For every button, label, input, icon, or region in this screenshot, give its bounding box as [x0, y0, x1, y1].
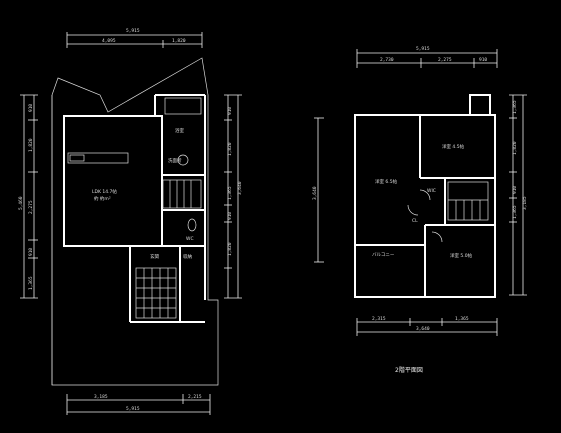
second-floor-plan: 5,915 2,730 2,275 910 2,315 3,640 1,365 … [312, 46, 528, 374]
dim-1f-right-e: 1,820 [227, 242, 233, 256]
door-swing [419, 189, 431, 201]
dim-1f-left-a: 910 [28, 104, 34, 112]
room-label-2f-room1: 洋室 6.5帖 [375, 178, 398, 185]
toilet-icon [187, 218, 197, 232]
second-floor-bottom-dimensions: 2,315 3,640 1,365 [356, 316, 498, 336]
dim-2f-right-d: 1,365 [512, 205, 518, 219]
second-floor-walls [354, 94, 496, 298]
first-floor-left-dimensions: 910 1,820 2,275 910 1,365 5,460 [18, 94, 38, 299]
first-floor-plan: 5,915 4,095 1,820 3,185 2,215 5,915 [18, 28, 243, 415]
room-label-storage: 収納 [183, 253, 192, 260]
dim-1f-bottom-a: 3,185 [94, 394, 108, 400]
door-swing [407, 204, 419, 216]
dim-2f-top-b: 2,275 [438, 57, 452, 63]
room-label-2f-wic: WIC [427, 188, 436, 194]
first-floor-walls [63, 94, 206, 323]
dim-2f-bottom-a: 2,315 [372, 316, 386, 322]
room-label-entrance: 玄関 [150, 253, 159, 260]
dim-1f-right-total: 3,640 [237, 181, 243, 195]
room-label-2f-balcony: バルコニー [372, 252, 395, 258]
dim-2f-top-c: 910 [479, 57, 487, 63]
dim-1f-right-d: 910 [227, 212, 233, 220]
dim-2f-right-a: 1,365 [512, 100, 518, 114]
dim-2f-right-b: 1,820 [512, 141, 518, 155]
dim-1f-right-b: 1,820 [227, 142, 233, 156]
second-floor-left-dimensions: 3,640 [312, 117, 324, 263]
dim-1f-bottom-b: 2,215 [188, 394, 202, 400]
dim-1f-right-c: 1,365 [227, 186, 233, 200]
door-swing [431, 231, 443, 243]
washbasin-icon [177, 154, 189, 166]
dim-1f-left-d: 910 [28, 248, 34, 256]
dim-1f-bottom-total: 5,915 [126, 406, 140, 412]
room-label-2f-closet: CL [412, 218, 418, 224]
room-label-wash: 洗面所 [168, 157, 182, 164]
dim-1f-left-e: 1,365 [28, 276, 34, 290]
dim-1f-top-b: 1,820 [172, 38, 186, 44]
room-label-2f-room3: 洋室 5.0帖 [450, 252, 473, 259]
room-label-ldk: LDK 14.7帖 [92, 188, 117, 195]
dim-1f-top-total: 5,915 [126, 28, 140, 34]
first-floor-right-dimensions: 910 1,820 1,365 910 1,820 3,640 [224, 94, 243, 299]
dim-2f-top-total: 5,915 [416, 46, 430, 52]
sink-icon [69, 154, 85, 162]
room-label-2f-room2: 洋室 4.5帖 [442, 143, 465, 150]
room-label-bath: 浴室 [175, 127, 184, 134]
dim-2f-top-a: 2,730 [380, 57, 394, 63]
dim-1f-right-a: 910 [227, 107, 233, 115]
entrance-tile-grid [135, 267, 177, 319]
second-floor-right-dimensions: 1,365 1,820 910 1,365 3,185 [509, 94, 528, 296]
dim-2f-bottom-b: 3,640 [416, 326, 430, 332]
dim-2f-bottom-c: 1,365 [455, 316, 469, 322]
kitchen-counter [67, 152, 129, 164]
first-floor-bottom-dimensions: 3,185 2,215 5,915 [66, 394, 211, 415]
second-floor-caption: 2階平面図 [395, 366, 423, 374]
bathtub-icon [164, 97, 202, 115]
second-floor-stairs [447, 181, 489, 221]
dim-2f-right-c: 910 [512, 186, 518, 194]
first-floor-stairs [162, 179, 202, 209]
dim-2f-right-total: 3,185 [522, 196, 528, 210]
room-area-ldk: 約 約m² [94, 195, 111, 202]
dim-1f-left-b: 1,820 [28, 138, 34, 152]
first-floor-top-dimensions: 5,915 4,095 1,820 [66, 28, 203, 48]
dim-1f-left-total: 5,460 [18, 196, 24, 210]
second-floor-top-dimensions: 5,915 2,730 2,275 910 [356, 46, 498, 68]
dim-2f-left-total: 3,640 [312, 186, 318, 200]
room-label-wc: WC [186, 236, 194, 242]
dim-1f-top-a: 4,095 [102, 38, 116, 44]
dim-1f-left-c: 2,275 [28, 200, 34, 214]
site-boundary-line [51, 57, 219, 386]
